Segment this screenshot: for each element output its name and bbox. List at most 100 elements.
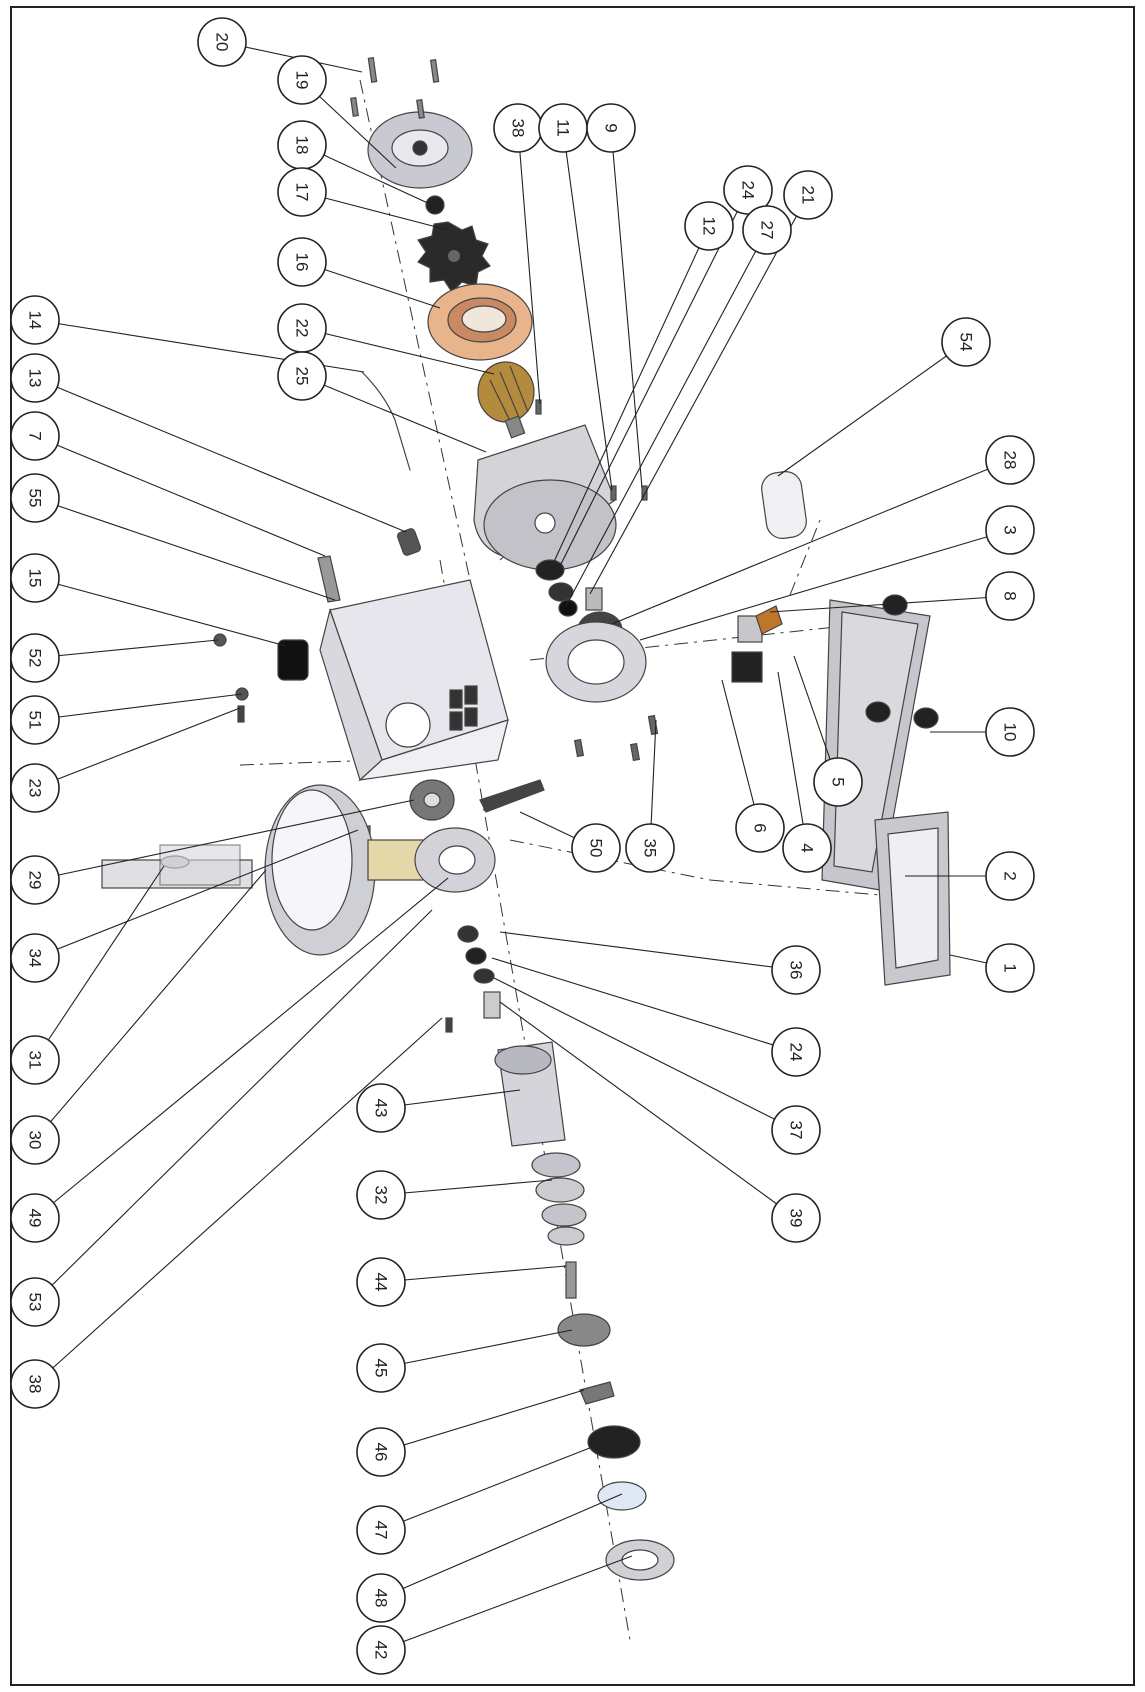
leader-line [565,229,768,607]
callout-45: 45 [356,1343,406,1393]
leader-line [34,377,407,533]
callout-32: 32 [356,1170,406,1220]
callout-circle [985,707,1035,757]
callout-label: 8 [1001,591,1020,600]
callout-label: 34 [26,949,45,968]
callout-52: 52 [10,633,60,683]
leader-line [380,1265,567,1283]
callout-circle [277,167,327,217]
callout-circle [586,103,636,153]
leader-line [777,341,967,477]
callout-label: 28 [1001,451,1020,470]
capacitor-relay-parts [731,605,783,683]
callout-19: 19 [277,55,327,105]
leader-line [301,327,495,375]
spindle-part [565,1261,577,1299]
leader-line [380,1389,585,1453]
callout-25: 25 [277,351,327,401]
leader-line [34,799,415,881]
callout-circle [10,933,60,983]
callout-circle [985,435,1035,485]
leader-line [551,225,710,567]
stator-part [427,283,533,361]
callout-label: 16 [293,253,312,272]
callout-label: 24 [739,181,758,200]
callout-label: 32 [372,1186,391,1205]
callout-label: 22 [293,319,312,338]
callout-37: 37 [771,1105,821,1155]
callout-circle [10,855,60,905]
callout-label: 51 [26,711,45,730]
callout-label: 49 [26,1209,45,1228]
callout-38: 38 [10,1359,60,1409]
callout-5: 5 [813,757,863,807]
callout-15: 15 [10,553,60,603]
callout-circle [10,553,60,603]
leader-line [34,829,359,959]
callout-circle [771,945,821,995]
callout-circle [941,317,991,367]
callout-label: 45 [372,1359,391,1378]
callout-36: 36 [771,945,821,995]
callout-label: 48 [372,1589,391,1608]
rotor-part [477,361,535,439]
callout-51: 51 [10,695,60,745]
callout-label: 44 [372,1273,391,1292]
callout-label: 36 [787,961,806,980]
callout-circle [356,1170,406,1220]
callout-43: 43 [356,1083,406,1133]
callout-24: 24 [723,165,773,215]
callout-circle [10,633,60,683]
callout-13: 13 [10,353,60,403]
callout-circle [356,1427,406,1477]
callout-label: 6 [751,823,770,832]
retaining-ring-part [597,1481,647,1511]
leader-line [34,577,287,647]
drawing-frame [10,6,1135,1686]
callout-label: 7 [26,431,45,440]
callout-2: 2 [985,851,1035,901]
leader-line [301,191,449,231]
callout-49: 49 [10,1193,60,1243]
cable-part [361,371,411,471]
callout-20: 20 [197,17,247,67]
callout-circle [723,165,773,215]
callout-circle [356,1573,406,1623]
callout-label: 15 [26,569,45,588]
knife-part [579,1381,615,1405]
base-plate-part [821,599,931,891]
callout-circle [10,695,60,745]
part-drawings [101,57,951,1581]
leader-line [380,1439,611,1531]
callout-circle [277,237,327,287]
callout-28: 28 [985,435,1035,485]
callout-circle [985,943,1035,993]
callout-39: 39 [771,1193,821,1243]
drip-tray-part [874,811,951,986]
callout-9: 9 [586,103,636,153]
callout-label: 29 [26,871,45,890]
callout-label: 35 [641,839,660,858]
leader-line [380,1179,553,1196]
callout-circle [985,571,1035,621]
callout-44: 44 [356,1257,406,1307]
callout-10: 10 [985,707,1035,757]
callout-circle [782,823,832,873]
handle-bar-part [317,555,341,603]
leader-line [562,127,613,491]
leader-line [721,679,761,829]
callout-14: 14 [10,295,60,345]
callout-50: 50 [571,823,621,873]
callout-label: 25 [293,367,312,386]
callout-label: 27 [758,221,777,240]
callout-circle [684,201,734,251]
leader-line [380,1493,623,1599]
callout-circle [625,823,675,873]
callout-circle [10,763,60,813]
leader-line [380,1329,573,1369]
callout-circle [10,1193,60,1243]
callout-label: 39 [787,1209,806,1228]
callout-circle [771,1193,821,1243]
callout-circle [985,851,1035,901]
callout-label: 38 [509,119,528,138]
